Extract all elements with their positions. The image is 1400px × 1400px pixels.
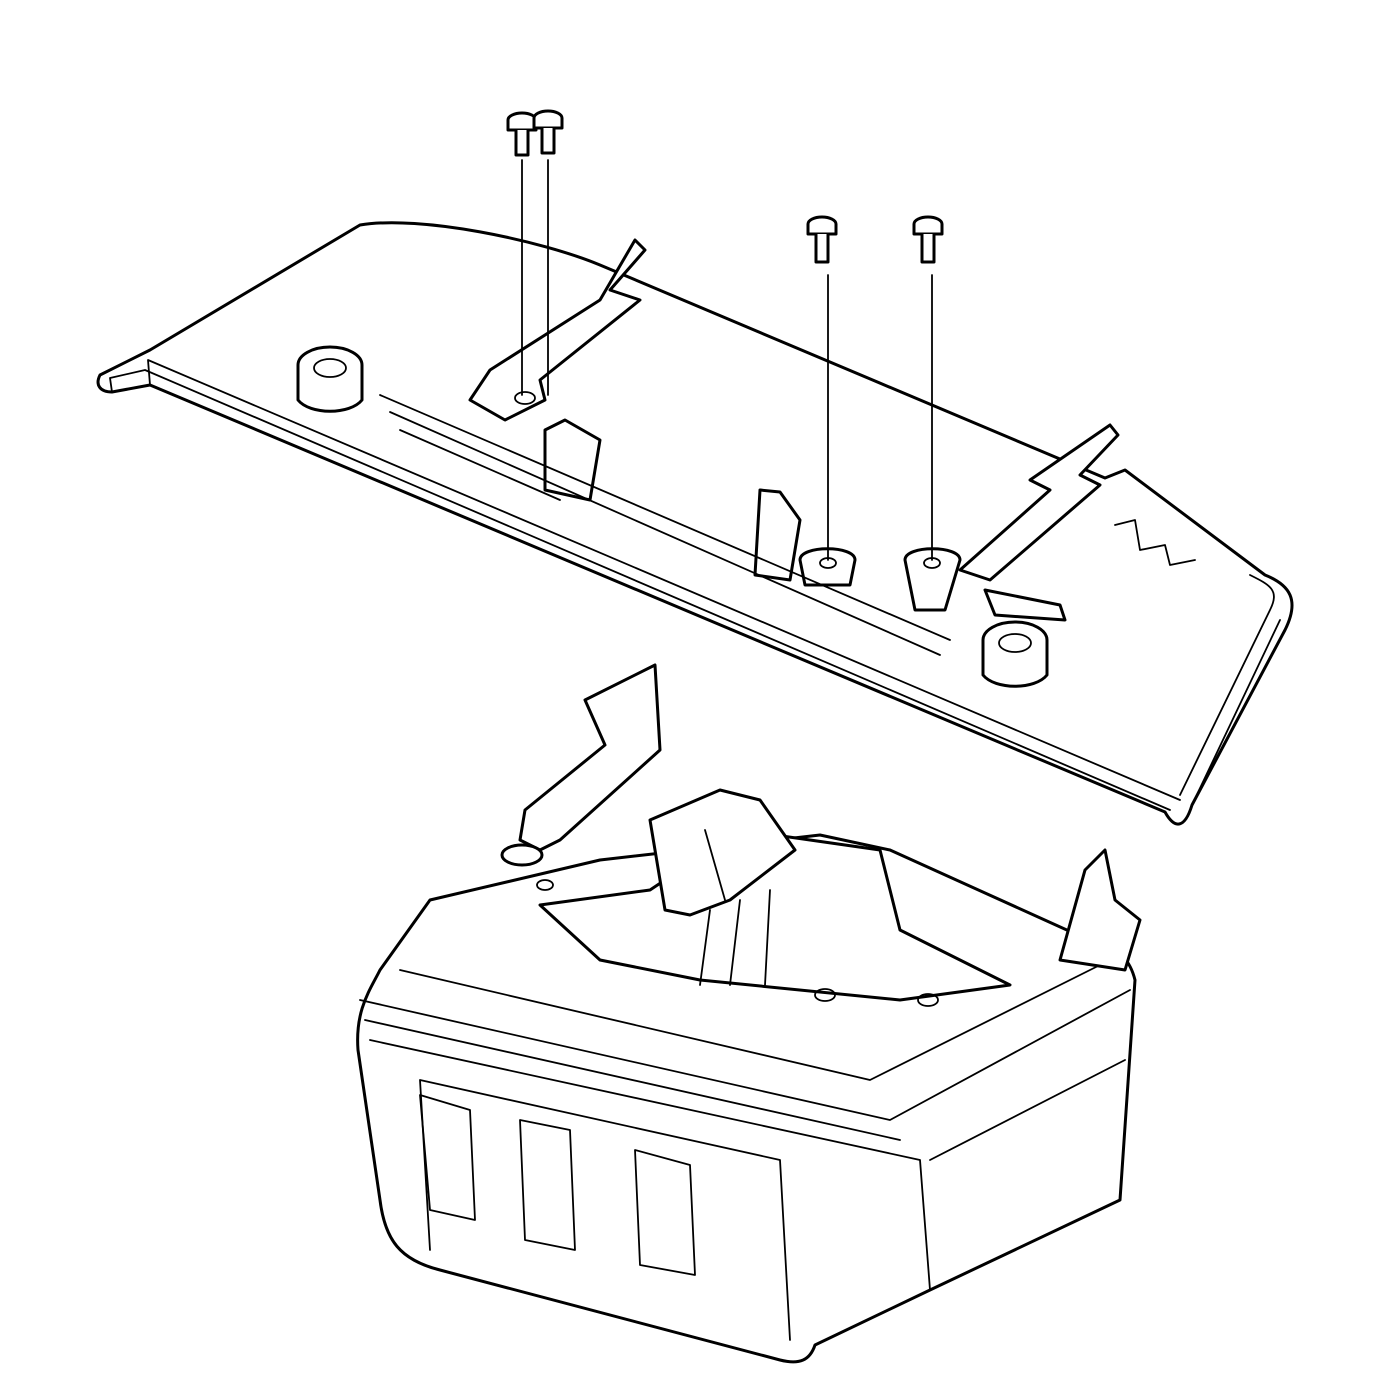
front-panel-window-2 xyxy=(519,1119,576,1251)
left-latch-arm xyxy=(468,238,647,422)
hinge-clip xyxy=(983,588,1067,622)
front-panel-window-3 xyxy=(634,1149,696,1276)
base-screw-hole-1 xyxy=(814,988,836,1002)
top-cover xyxy=(96,221,1294,826)
screw-boss-left xyxy=(798,547,857,587)
base-screw-hole-2 xyxy=(917,993,939,1007)
left-guide-post xyxy=(518,663,662,852)
left-knob xyxy=(296,345,364,413)
center-clip-right xyxy=(753,488,802,582)
right-guide-post xyxy=(1058,848,1142,972)
logo-mark xyxy=(1114,519,1196,566)
screw-boss-right xyxy=(903,547,962,612)
left-post-knob xyxy=(500,843,544,867)
right-latch-arm xyxy=(958,423,1120,582)
screw-4 xyxy=(912,215,944,561)
screw-2 xyxy=(532,109,564,396)
ribbon-cable xyxy=(648,788,797,917)
front-panel-window-1 xyxy=(419,1094,476,1221)
base-housing xyxy=(356,663,1142,1364)
right-knob xyxy=(981,620,1049,688)
screw-3 xyxy=(806,215,838,561)
